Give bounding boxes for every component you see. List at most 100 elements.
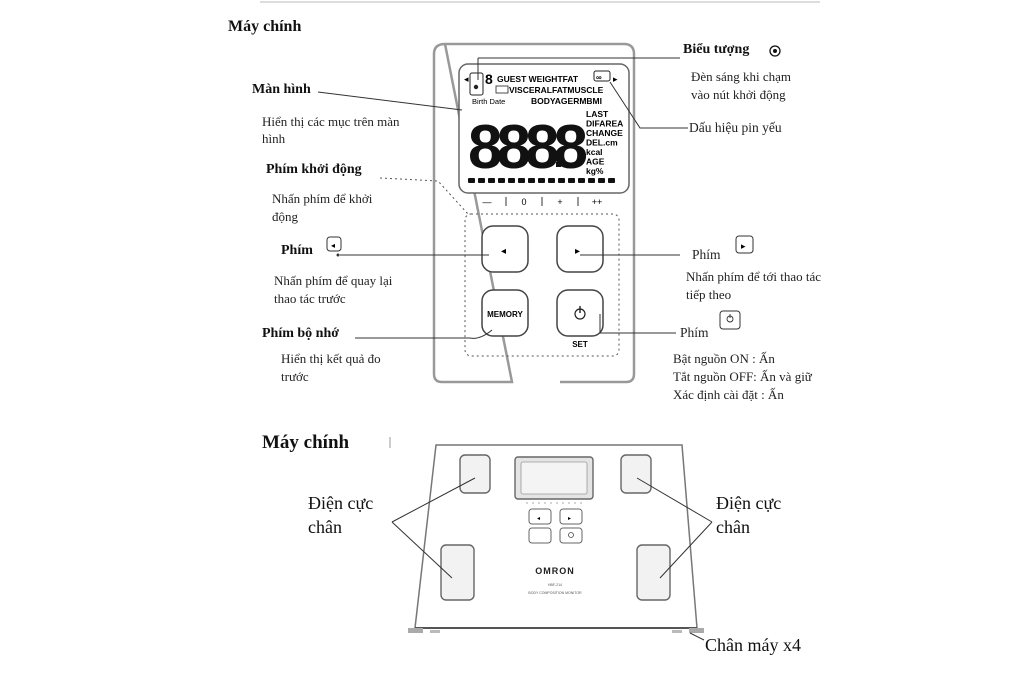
lcd-arrow-right-icon: ▸: [613, 74, 618, 84]
memory-key-title: Phím bộ nhớ: [262, 326, 339, 341]
device-outline: [432, 42, 636, 384]
lcd-digits: 8888: [468, 113, 586, 182]
screen-label-desc-1: Hiển thị các mục trên màn: [262, 114, 400, 129]
feet-leader: [689, 632, 705, 641]
brand-sub: BODY COMPOSITION MONITOR: [528, 591, 582, 595]
back-key-desc-1: Nhấn phím để quay lại: [274, 273, 393, 288]
memory-leader: [355, 329, 493, 339]
mini-memory-button: [528, 527, 552, 544]
lcd-bar-segment: [588, 178, 595, 183]
lcd-unit-5: AGE: [586, 157, 605, 167]
next-arrow-icon: ▸: [575, 246, 580, 257]
lcd-row-3: BODYAGERMBMI: [531, 96, 602, 106]
power-key-title: Phím: [680, 325, 709, 340]
mini-back-icon: ◂: [537, 516, 540, 522]
lcd-bar-segment: [598, 178, 605, 183]
back-key-desc-2: thao tác trước: [274, 291, 346, 306]
lcd-row-1: GUEST WEIGHTFAT: [497, 74, 579, 84]
memory-button-label: MEMORY: [487, 310, 523, 319]
lcd-unit-6: kg%: [586, 166, 604, 176]
back-leader-dot: [336, 253, 340, 257]
next-key-title: Phím: [692, 247, 721, 262]
power-key-line-1: Bật nguồn ON : Ấn: [673, 351, 775, 366]
lcd-unit-2: CHANGE: [586, 128, 623, 138]
next-key-icon: [735, 235, 754, 254]
mini-back-button: [528, 508, 552, 525]
start-key-desc-1: Nhấn phím để khởi: [272, 191, 373, 206]
foot-right-inner: [672, 630, 682, 633]
screen-label-desc-2: hình: [262, 131, 286, 146]
back-key-icon: [326, 236, 342, 252]
lcd-user-digit: 8: [485, 71, 493, 87]
start-key-title: Phím khởi động: [266, 162, 362, 177]
battery-leader: [609, 81, 688, 129]
section-title-top: Máy chính: [228, 18, 302, 35]
lcd-screen: [458, 63, 630, 194]
lcd-unit-0: LAST: [586, 109, 609, 119]
brand-logo: OMRON: [535, 566, 575, 576]
next-key-desc-2: tiếp theo: [686, 287, 732, 302]
lcd-bar-segment: [558, 178, 565, 183]
screen-leader: [317, 91, 463, 111]
lcd-bar-segment: [468, 178, 475, 183]
electrode-top-right: [620, 454, 652, 494]
lcd-bar-segment: [608, 178, 615, 183]
lcd-unit-4: kcal: [586, 147, 603, 157]
start-key-desc-2: động: [272, 209, 298, 224]
power-key-icon: [719, 310, 741, 330]
scale-label-1: 0: [521, 197, 526, 207]
electrode-right-line-1: Điện cực: [716, 493, 782, 513]
lcd-bar-segment: [508, 178, 515, 183]
set-label: SET: [572, 340, 588, 349]
lcd-battery-symbol: ∞: [596, 73, 602, 82]
lcd-bar-segment: [518, 178, 525, 183]
scale-row: —0+++: [483, 197, 602, 207]
lcd-arrow-left-icon: ◂: [464, 74, 469, 84]
foot-left-inner: [430, 630, 440, 633]
electrode-right-leader-top: [636, 477, 713, 523]
eye-icon: [769, 45, 781, 57]
memory-key-desc-1: Hiển thị kết quả đo: [281, 351, 381, 366]
feet-label: Chân máy x4: [705, 635, 801, 655]
memory-key-desc-2: trước: [281, 369, 309, 384]
electrode-right-leader-bottom: [659, 521, 713, 579]
icon-label-title: Biểu tượng: [683, 42, 750, 57]
icon-label-desc-1: Đèn sáng khi chạm: [691, 69, 792, 84]
lcd-bar-segment: [578, 178, 585, 183]
power-key-line-3: Xác định cài đặt : Ấn: [673, 387, 784, 402]
lcd-bar-segment: [498, 178, 505, 183]
lcd-bar-segment: [568, 178, 575, 183]
lcd-bar-segment: [528, 178, 535, 183]
next-button[interactable]: [556, 225, 604, 273]
mini-power-button: [559, 527, 583, 544]
lcd-people-icon: [495, 85, 509, 94]
battery-label: Dấu hiệu pin yếu: [689, 120, 782, 135]
mini-power-icon: [568, 532, 574, 538]
memory-button[interactable]: [481, 289, 529, 337]
back-button[interactable]: [481, 225, 529, 273]
screen-label-title: Màn hình: [252, 82, 311, 97]
foot-right: [689, 628, 704, 633]
lcd-row-2: VISCERALFATMUSCLE: [509, 85, 604, 95]
electrode-top-left: [459, 454, 491, 494]
electrode-bottom-right: [636, 544, 671, 601]
brand-model: HBF-214: [548, 583, 562, 587]
lcd-indicator-icon: [473, 84, 479, 90]
lcd-bar-segment: [538, 178, 545, 183]
next-key-icon-arrow: ▸: [741, 241, 746, 251]
scale-label-2: +: [557, 197, 562, 207]
lcd-bar-segment: [548, 178, 555, 183]
lcd-bar-segment: [488, 178, 495, 183]
electrode-bottom-left: [440, 544, 475, 601]
lcd-birthdate: Birth Date: [472, 97, 505, 106]
icon-label-desc-2: vào nút khởi động: [691, 87, 786, 102]
power-leader: [599, 314, 676, 334]
electrode-right-line-2: chân: [716, 517, 750, 537]
mini-display-inner: [520, 461, 588, 495]
back-key-title: Phím: [281, 243, 313, 258]
lcd-unit-3: DEL.cm: [586, 138, 618, 148]
lcd-bar-segment: [478, 178, 485, 183]
eye-icon-pupil: [773, 49, 777, 53]
